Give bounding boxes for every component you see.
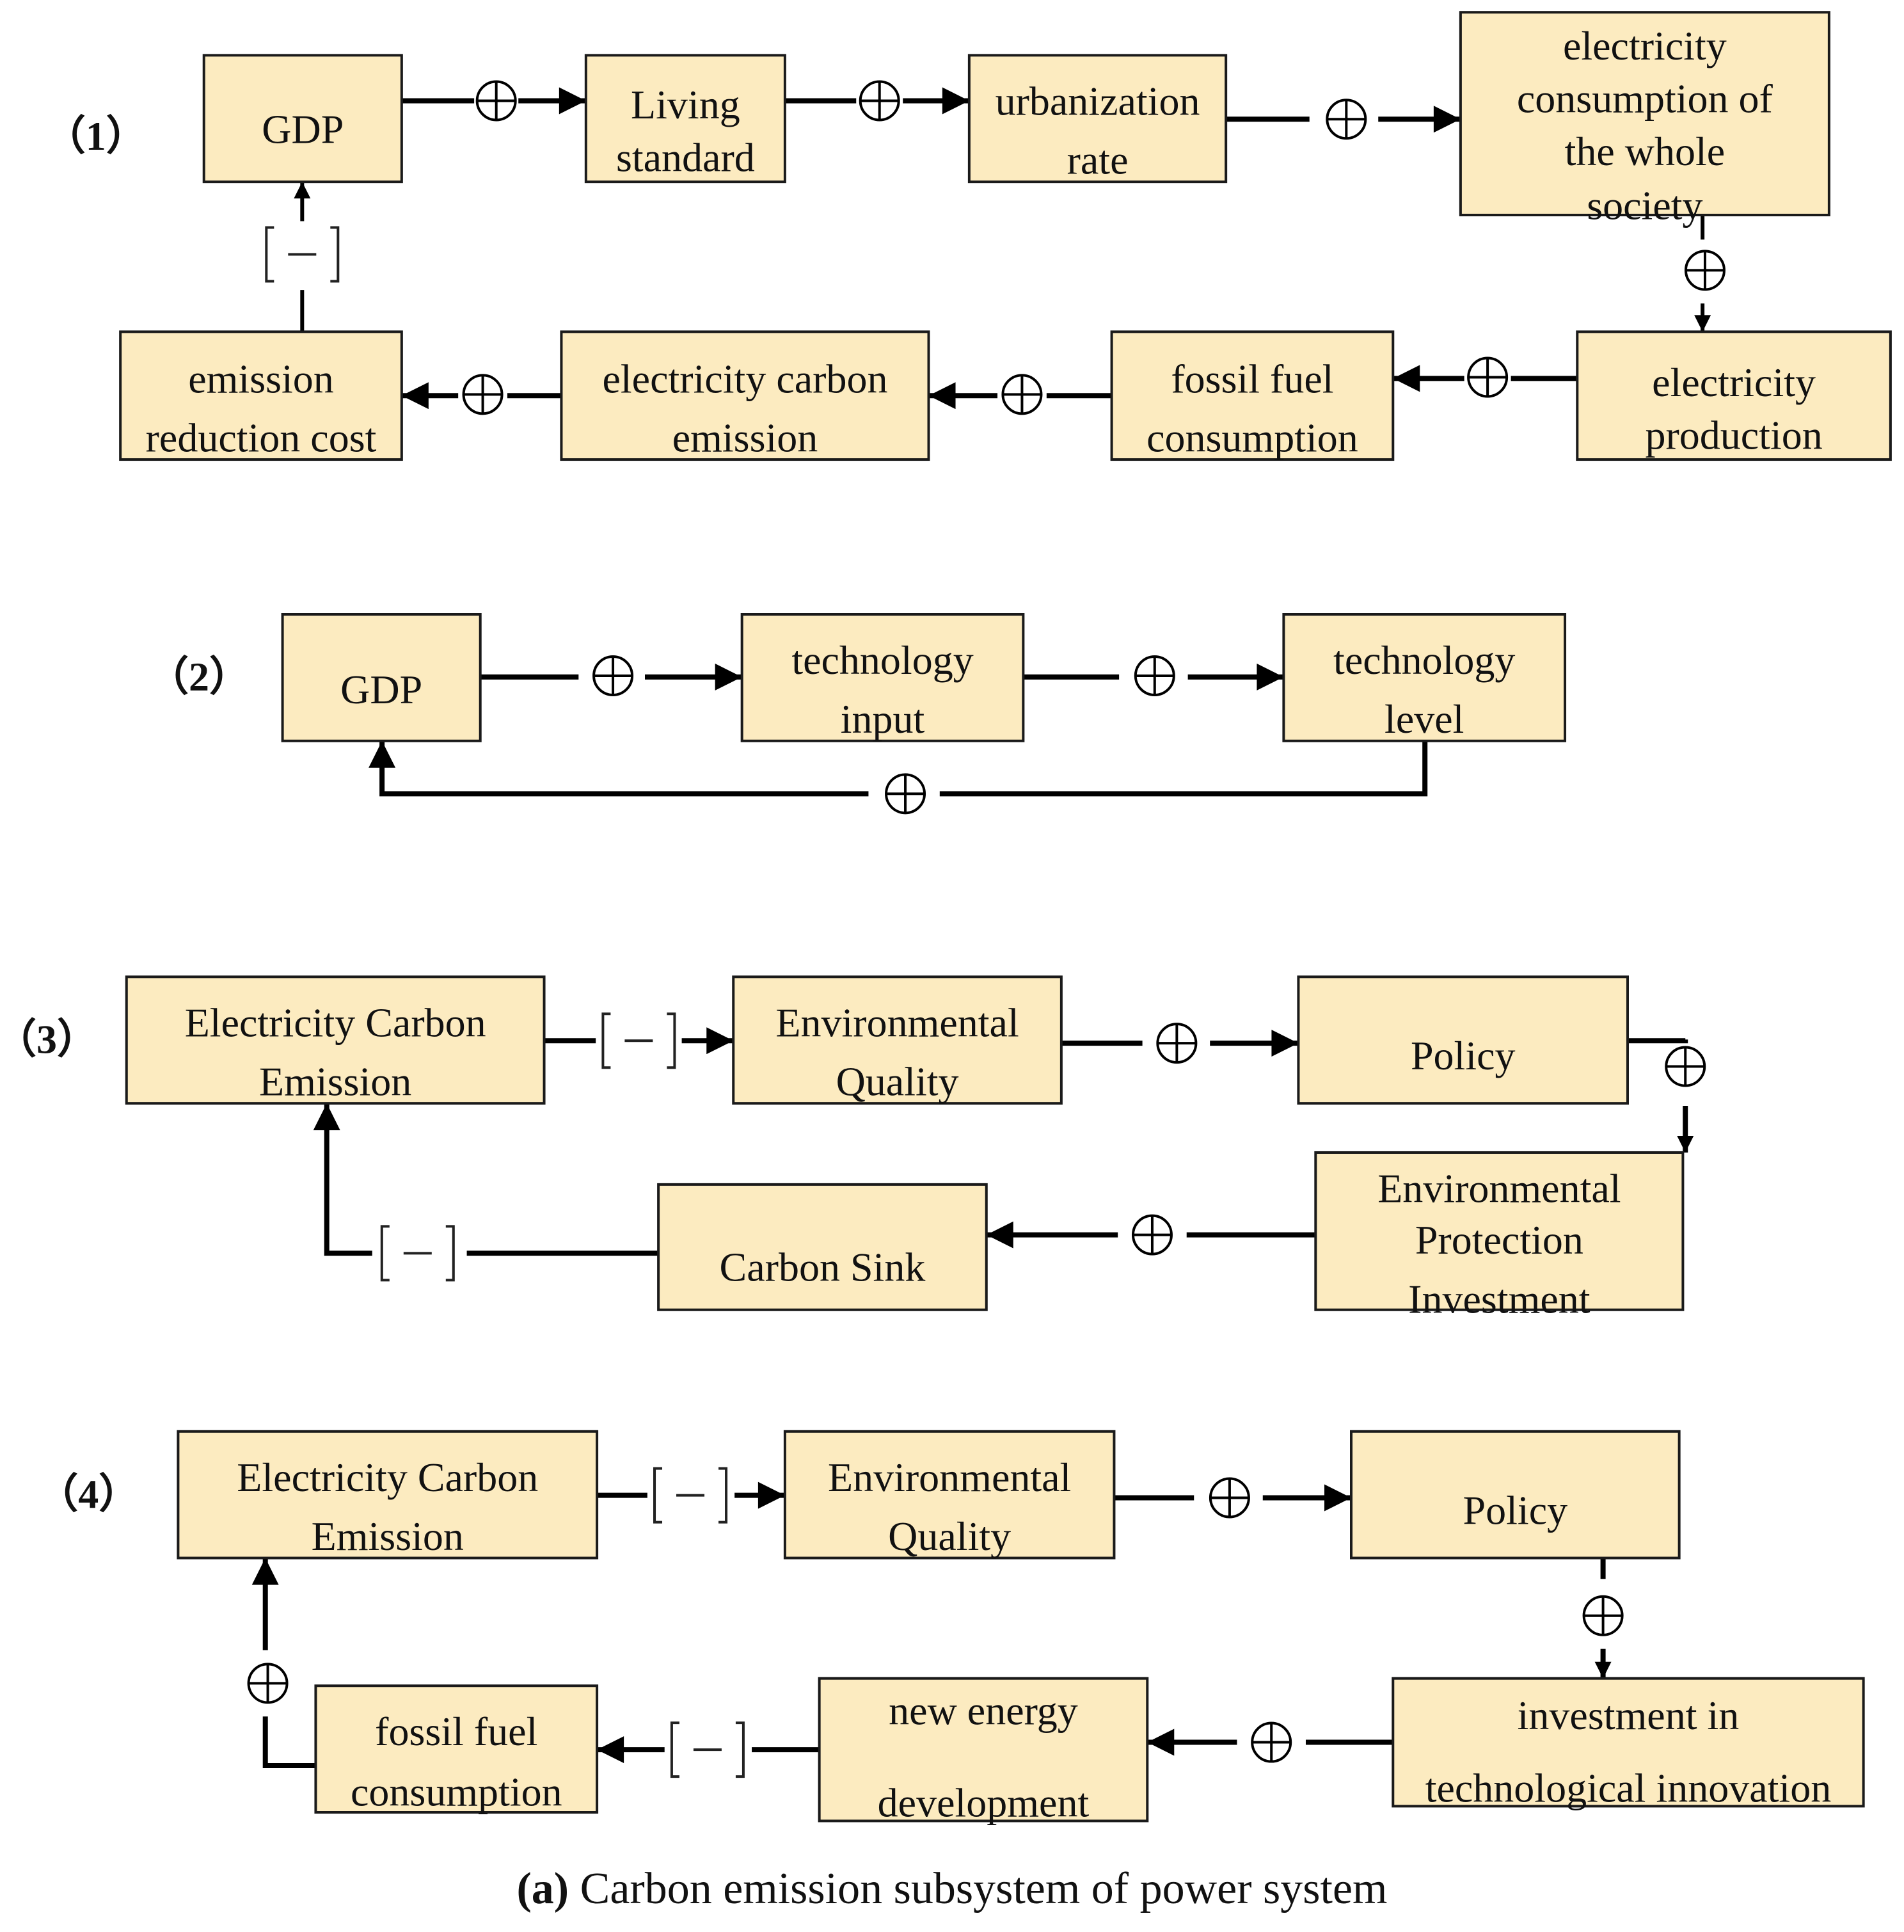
loop-label-1: （1）	[45, 113, 147, 159]
edge-fossil-fuel-consumption-to-electricity-carbon-emission	[251, 1558, 316, 1769]
node-label-carbon-sink-line-1: Carbon Sink	[720, 1244, 926, 1289]
node-label-new-energy-development-line-1: new energy	[889, 1688, 1078, 1734]
loop-label-3: （3）	[0, 1016, 98, 1062]
edge-policy-to-environmental-protection-investment	[1628, 1038, 1694, 1153]
polarity-plus-icon	[1684, 250, 1726, 291]
polarity-plus-icon	[247, 1663, 289, 1704]
node-emission-reduction-cost: emission reduction cost	[119, 330, 403, 461]
edge-technology-level-to-gdp	[369, 740, 1428, 797]
node-label-living-standard-line-2: standard	[616, 135, 755, 180]
node-label-electricity-consumption-line-1: electricity	[1563, 23, 1727, 68]
node-label-environmental-protection-investment-line-3: Investment	[1408, 1276, 1591, 1321]
node-label-electricity-consumption-line-4: society	[1587, 183, 1702, 228]
node-technology-input: technology input	[740, 613, 1025, 742]
node-label-new-energy-development-line-2: development	[878, 1780, 1090, 1826]
node-label-policy-line-1: Policy	[1463, 1488, 1568, 1533]
node-gdp: GDP	[202, 54, 403, 184]
node-label-emission-reduction-cost-line-2: reduction cost	[146, 415, 377, 460]
polarity-plus-icon	[1001, 374, 1043, 415]
node-label-urbanization-rate-line-1: urbanization	[996, 78, 1200, 124]
polarity-plus-icon	[1326, 99, 1367, 140]
polarity-plus-icon	[1156, 1023, 1198, 1064]
polarity-plus-icon	[1131, 1214, 1173, 1256]
polarity-plus-icon	[1665, 1046, 1706, 1087]
node-label-environmental-quality-line-1: Environmental	[775, 1000, 1019, 1045]
polarity-minus-icon	[653, 1467, 728, 1524]
node-label-environmental-quality-line-1: Environmental	[828, 1455, 1071, 1500]
node-urbanization-rate: urbanization rate	[967, 54, 1228, 184]
node-electricity-carbon-emission: electricity carbon emission	[560, 330, 930, 461]
node-label-urbanization-rate-line-2: rate	[1067, 138, 1129, 183]
node-policy: Policy	[1297, 975, 1629, 1105]
node-label-environmental-quality-line-2: Quality	[836, 1059, 959, 1105]
node-label-fossil-fuel-consumption-line-1: fossil fuel	[1171, 356, 1333, 401]
loop-label-4: （4）	[37, 1471, 139, 1517]
node-electricity-consumption: electricity consumption of the whole societ…	[1459, 11, 1830, 228]
polarity-plus-icon	[462, 374, 504, 415]
polarity-plus-icon	[1582, 1595, 1624, 1636]
node-label-electricity-carbon-emission-line-1: Electricity Carbon	[237, 1455, 538, 1500]
polarity-plus-icon	[1251, 1721, 1292, 1763]
node-label-fossil-fuel-consumption-line-2: consumption	[351, 1769, 562, 1814]
polarity-minus-icon	[380, 1225, 455, 1282]
node-label-technology-level-line-1: technology	[1333, 637, 1515, 683]
node-label-environmental-quality-line-2: Quality	[888, 1513, 1011, 1559]
node-label-gdp-line-1: GDP	[262, 107, 344, 152]
node-label-technology-input-line-1: technology	[791, 637, 973, 683]
node-label-electricity-consumption-line-2: consumption of	[1517, 76, 1773, 122]
polarity-minus-icon	[601, 1012, 676, 1069]
node-label-fossil-fuel-consumption-line-2: consumption	[1146, 415, 1358, 460]
node-technology-level: technology level	[1282, 613, 1567, 742]
node-label-living-standard-line-1: Living	[631, 82, 740, 127]
polarity-plus-icon	[885, 773, 926, 815]
polarity-plus-icon	[592, 655, 634, 696]
node-label-emission-reduction-cost-line-1: emission	[188, 356, 334, 401]
node-label-electricity-carbon-emission-line-2: emission	[672, 415, 818, 460]
caption-text: Carbon emission subsystem of power syste…	[569, 1864, 1387, 1913]
node-label-environmental-protection-investment-line-2: Protection	[1415, 1217, 1583, 1263]
node-gdp: GDP	[281, 613, 482, 742]
node-label-investment-technological-innovation-line-2: technological innovation	[1425, 1766, 1832, 1811]
node-carbon-sink: Carbon Sink	[657, 1183, 988, 1311]
node-label-electricity-consumption-line-3: the whole	[1565, 129, 1726, 174]
polarity-minus-icon	[265, 226, 340, 283]
node-label-electricity-production-line-2: production	[1645, 413, 1822, 458]
polarity-plus-icon	[859, 80, 900, 122]
node-living-standard: Living standard	[584, 54, 786, 184]
node-label-policy-line-1: Policy	[1411, 1033, 1516, 1078]
node-policy: Policy	[1350, 1430, 1681, 1560]
node-label-electricity-production-line-1: electricity	[1652, 360, 1816, 405]
node-electricity-production: electricity production	[1576, 330, 1892, 461]
node-investment-technological-innovation: investment in technological innovation	[1392, 1677, 1865, 1811]
node-label-technology-input-line-2: input	[841, 696, 925, 742]
caption-tag: (a)	[517, 1864, 569, 1913]
node-label-technology-level-line-2: level	[1384, 696, 1464, 742]
node-label-electricity-carbon-emission-line-2: Emission	[259, 1059, 411, 1105]
node-fossil-fuel-consumption: fossil fuel consumption	[314, 1684, 599, 1814]
node-label-fossil-fuel-consumption-line-1: fossil fuel	[375, 1709, 537, 1754]
polarity-plus-icon	[1209, 1477, 1250, 1519]
node-fossil-fuel-consumption: fossil fuel consumption	[1110, 330, 1395, 461]
node-label-electricity-carbon-emission-line-1: electricity carbon	[602, 356, 887, 401]
polarity-minus-icon	[670, 1721, 745, 1778]
node-label-investment-technological-innovation-line-1: investment in	[1518, 1693, 1740, 1738]
polarity-plus-icon	[1467, 356, 1509, 398]
polarity-plus-icon	[1134, 655, 1175, 696]
node-label-electricity-carbon-emission-line-2: Emission	[312, 1513, 464, 1559]
node-label-gdp-line-1: GDP	[340, 667, 422, 712]
edge-carbon-sink-to-electricity-carbon-emission	[313, 1103, 659, 1256]
node-label-environmental-protection-investment-line-1: Environmental	[1377, 1166, 1621, 1211]
node-label-electricity-carbon-emission-line-1: Electricity Carbon	[185, 1000, 486, 1045]
polarity-plus-icon	[475, 80, 517, 122]
node-new-energy-development: new energy development	[818, 1677, 1149, 1826]
figure-caption: (a) Carbon emission subsystem of power s…	[517, 1864, 1388, 1913]
loop-label-2: （2）	[148, 654, 250, 699]
